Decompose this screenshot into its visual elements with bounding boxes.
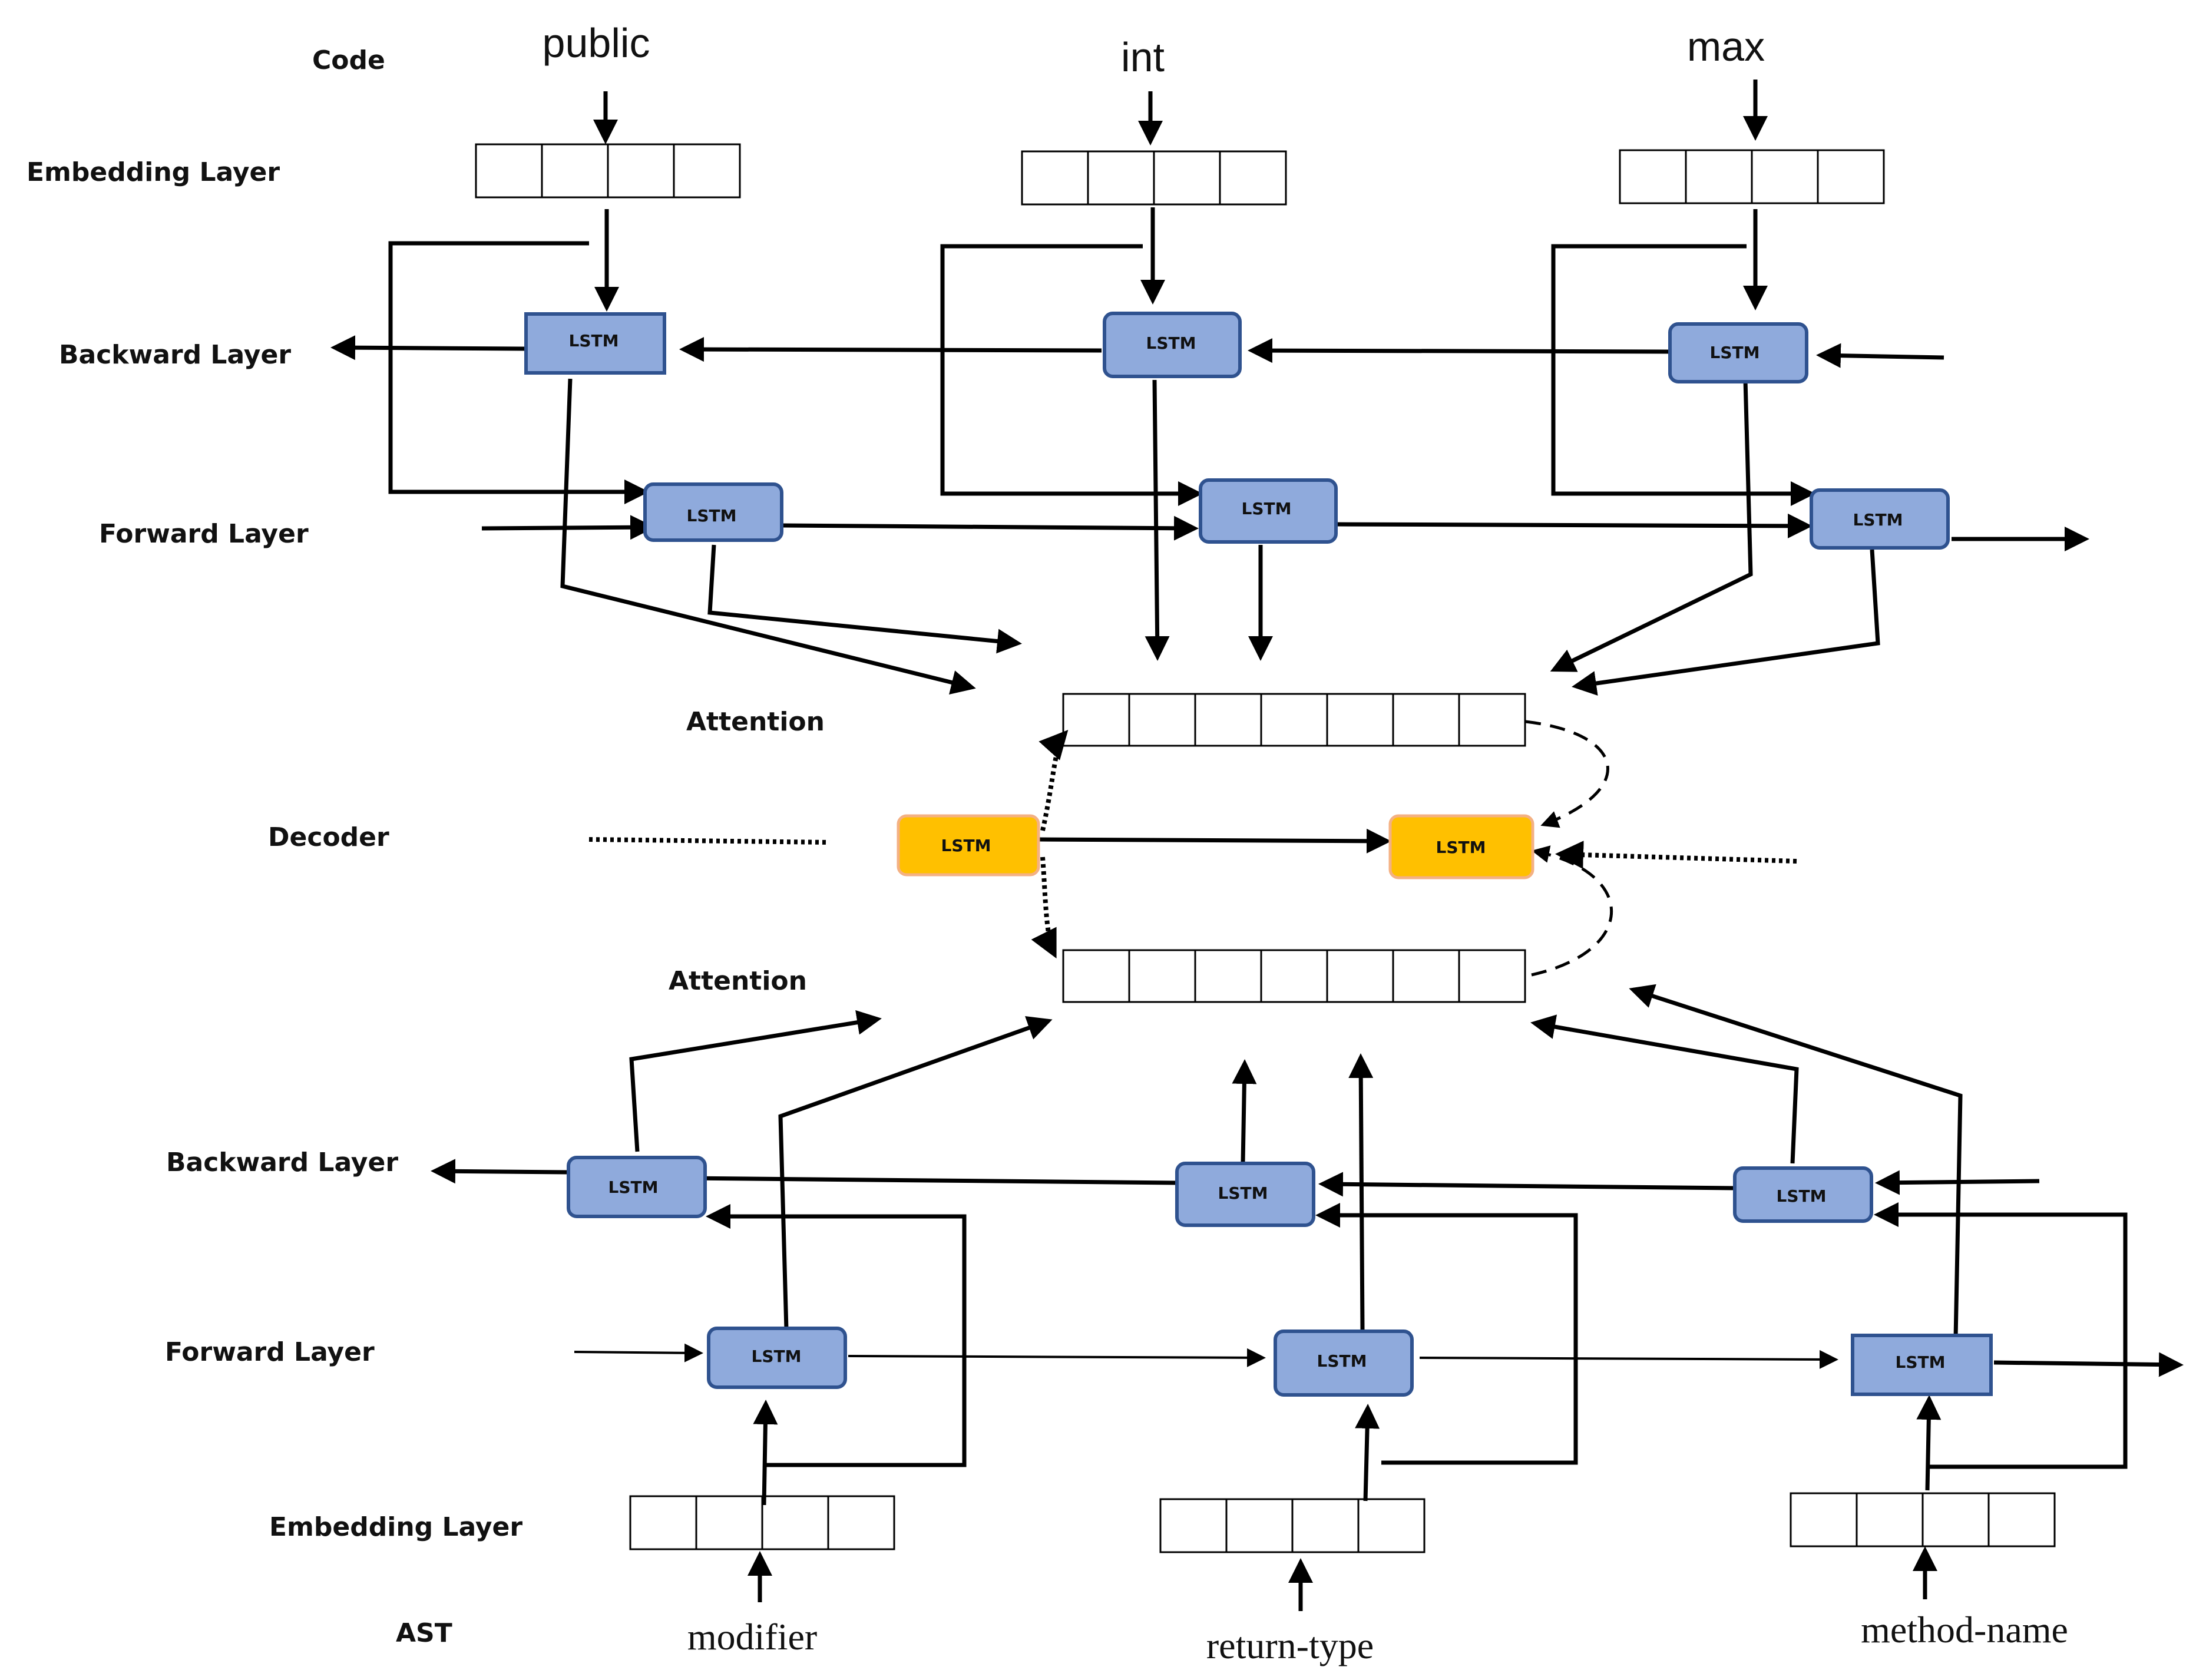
row-label-backward-top: Backward Layer [59, 340, 291, 370]
svg-text:LSTM: LSTM [1317, 1351, 1367, 1371]
svg-text:LSTM: LSTM [1218, 1183, 1268, 1203]
lstm-ast-backward-modifier: LSTM [567, 1156, 707, 1218]
svg-text:LSTM: LSTM [752, 1347, 802, 1366]
ast-encoder-connections [431, 984, 2184, 1611]
svg-text:LSTM: LSTM [1896, 1352, 1946, 1372]
svg-text:LSTM: LSTM [608, 1178, 659, 1197]
decoder-connections [588, 720, 1797, 977]
row-label-attention-top: Attention [686, 707, 825, 737]
row-label-code: Code [312, 45, 385, 75]
svg-text:LSTM: LSTM [1777, 1186, 1827, 1206]
lstm-ast-forward-return-type: LSTM [1274, 1330, 1414, 1397]
embedding-vector-method-name [1790, 1492, 2056, 1547]
row-label-backward-bottom: Backward Layer [166, 1147, 398, 1178]
lstm-ast-forward-modifier: LSTM [707, 1327, 847, 1389]
svg-text:LSTM: LSTM [1146, 333, 1196, 353]
svg-text:LSTM: LSTM [941, 836, 991, 855]
svg-text:LSTM: LSTM [1436, 838, 1486, 857]
code-token-max: max [1687, 24, 1765, 70]
svg-text:LSTM: LSTM [569, 331, 619, 350]
embedding-vector-public [475, 143, 741, 199]
svg-text:LSTM: LSTM [1853, 510, 1903, 530]
embedding-vector-int [1021, 150, 1287, 206]
lstm-ast-backward-return-type: LSTM [1175, 1162, 1315, 1227]
row-label-forward-bottom: Forward Layer [165, 1337, 375, 1367]
lstm-code-forward-max: LSTM [1810, 488, 1950, 550]
lstm-decoder-step-2: LSTM [1388, 814, 1534, 879]
ast-token-method-name: method-name [1861, 1609, 2068, 1651]
lstm-code-backward-public: LSTM [524, 312, 666, 375]
embedding-vector-return-type [1159, 1498, 1426, 1553]
code-encoder-connections [330, 80, 2089, 696]
lstm-code-forward-public: LSTM [643, 482, 783, 542]
svg-text:LSTM: LSTM [687, 506, 737, 525]
lstm-code-forward-int: LSTM [1199, 478, 1338, 544]
code-token-public: public [543, 20, 650, 66]
lstm-ast-forward-method-name: LSTM [1851, 1334, 1993, 1396]
row-label-decoder: Decoder [268, 822, 389, 852]
row-label-attention-bottom: Attention [669, 966, 807, 996]
svg-text:LSTM: LSTM [1242, 499, 1292, 518]
attention-vector-bottom [1062, 949, 1526, 1003]
row-label-ast: AST [396, 1618, 452, 1648]
ast-token-modifier: modifier [687, 1616, 817, 1658]
lstm-decoder-step-1: LSTM [897, 814, 1040, 877]
code-token-int: int [1121, 34, 1165, 80]
ast-token-return-type: return-type [1206, 1625, 1374, 1666]
lstm-ast-backward-method-name: LSTM [1733, 1166, 1873, 1223]
row-label-embedding-bottom: Embedding Layer [269, 1512, 522, 1542]
attention-vector-top [1062, 693, 1526, 747]
row-label-embedding-top: Embedding Layer [27, 157, 280, 187]
lstm-code-backward-int: LSTM [1103, 312, 1242, 378]
embedding-vector-modifier [629, 1495, 895, 1550]
embedding-vector-max [1619, 149, 1885, 204]
svg-text:LSTM: LSTM [1710, 343, 1760, 362]
lstm-code-backward-max: LSTM [1668, 322, 1808, 383]
row-label-forward-top: Forward Layer [99, 519, 309, 549]
